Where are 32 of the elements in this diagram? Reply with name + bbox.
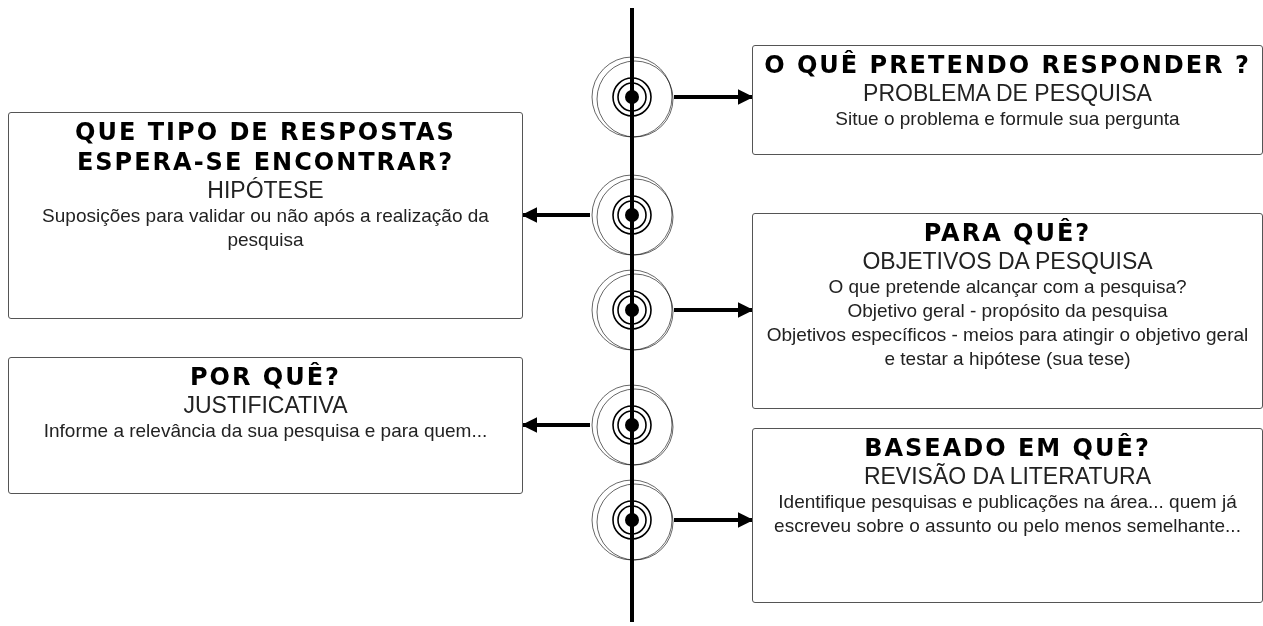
target-circle-icon [590,383,674,467]
arrow [674,512,754,528]
subtitle: PROBLEMA DE PESQUISA [862,80,1153,107]
text-box [8,357,523,494]
description: Suposições para validar ou não após a realização da pesquisa [41,204,490,252]
text-box [752,45,1263,155]
target-circle-icon [590,478,674,562]
description: Informe a relevância da sua pesquisa e para quem... [42,419,489,443]
text-box [752,213,1263,409]
text-box [752,428,1263,603]
target-circle-icon [590,173,674,257]
description: Objetivo geral - propósito da pesquisa [846,299,1169,323]
arrow [674,89,754,105]
target-circle-icon [590,268,674,352]
heading: PARA QUÊ? [922,218,1093,248]
arrow [674,302,754,318]
heading: POR QUÊ? [188,362,342,392]
text-box [8,112,523,319]
subtitle: JUSTIFICATIVA [182,392,349,419]
arrow [521,207,590,223]
description: Situe o problema e formule sua pergunta [834,107,1181,131]
description: Objetivos específicos - meios para atingir o objetivo geral e testar a hipótese (sua tese) [765,323,1250,371]
description: O que pretende alcançar com a pesquisa? [827,275,1188,299]
heading: O QUÊ PRETENDO RESPONDER ? [763,50,1252,80]
subtitle: OBJETIVOS DA PESQUISA [861,248,1154,275]
description: Identifique pesquisas e publicações na área... quem já escreveu sobre o assunto ou pelo menos semelhante... [773,490,1242,538]
arrow [521,417,590,433]
heading: BASEADO EM QUÊ? [863,433,1152,463]
heading: QUE TIPO DE RESPOSTAS ESPERA-SE ENCONTRAR? [74,117,457,177]
subtitle: REVISÃO DA LITERATURA [862,463,1153,490]
target-circle-icon [590,55,674,139]
subtitle: HIPÓTESE [206,177,325,204]
